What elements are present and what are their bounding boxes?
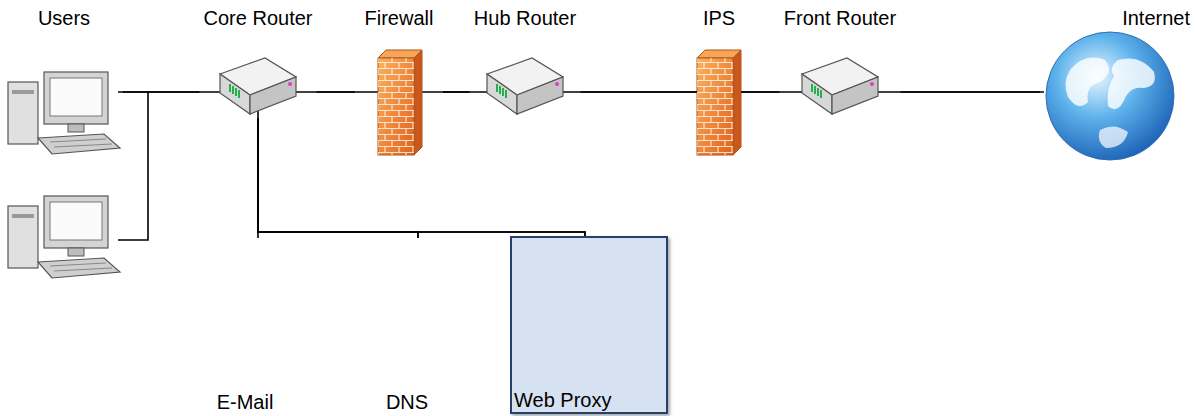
node-label: IPS — [697, 6, 741, 30]
router-node: Core Router — [200, 4, 317, 118]
internet-node: Internet — [1044, 4, 1192, 164]
network-link — [901, 91, 1045, 93]
ips-node: IPS — [697, 4, 741, 157]
router-node: Hub Router — [470, 4, 581, 118]
ips-icon — [697, 50, 741, 155]
node-label: Front Router — [780, 6, 901, 30]
node-label: E-Mail — [195, 390, 295, 414]
router-icon — [487, 58, 563, 114]
network-link — [258, 118, 418, 238]
highlighted-server-node: Web Proxy — [510, 236, 668, 414]
router-icon — [802, 58, 878, 114]
pc-icon — [8, 196, 120, 278]
node-label: Web Proxy — [512, 388, 666, 412]
network-link — [581, 91, 698, 93]
router-icon — [220, 58, 296, 114]
network-link — [258, 118, 585, 236]
node-label: Core Router — [200, 6, 317, 30]
server-node: DNS — [372, 238, 442, 414]
user-workstation: Users — [5, 4, 123, 154]
network-link — [123, 91, 200, 93]
server-node: E-Mail — [195, 238, 295, 414]
network-link — [317, 91, 356, 93]
node-label: DNS — [372, 390, 442, 414]
node-label: Hub Router — [470, 6, 581, 30]
node-label: Users — [5, 6, 123, 30]
firewall-node: Firewall — [355, 4, 443, 157]
node-label: Internet — [1044, 6, 1192, 30]
network-link — [443, 91, 470, 93]
node-label: Firewall — [355, 6, 443, 30]
firewall-icon — [378, 50, 422, 155]
network-link — [741, 91, 780, 93]
pc-icon — [8, 72, 120, 154]
router-node: Front Router — [780, 4, 901, 118]
globe-icon — [1046, 32, 1174, 160]
user-wire — [118, 92, 148, 240]
